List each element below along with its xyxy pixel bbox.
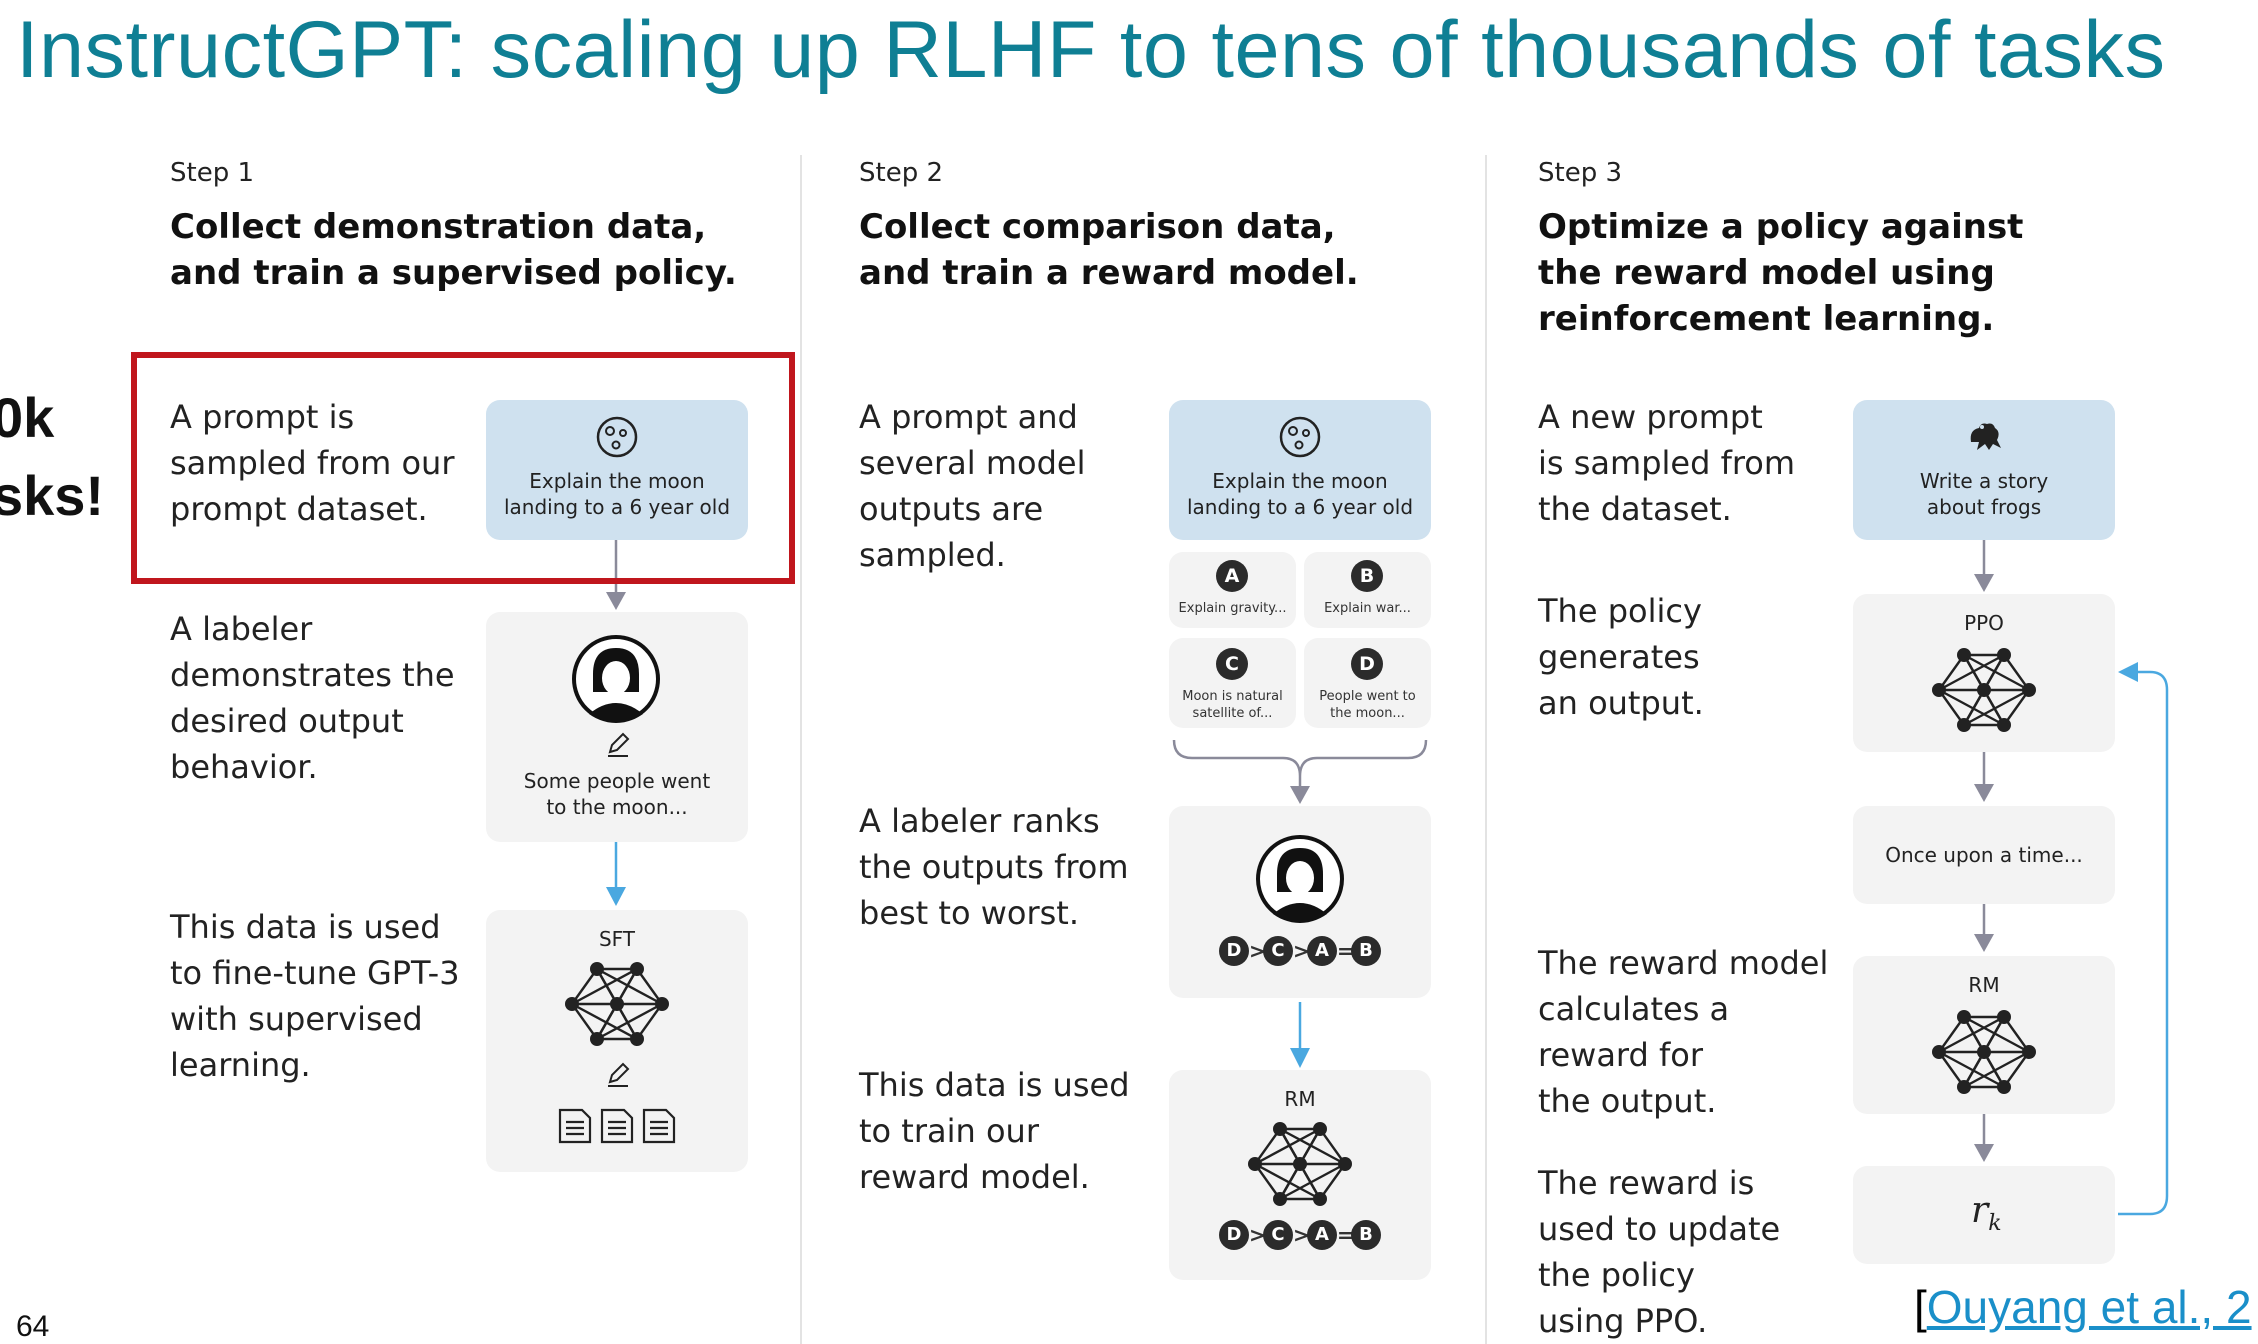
side-text-line-1: 0k bbox=[0, 386, 55, 449]
step3-rm-label: RM bbox=[1968, 973, 2000, 997]
step2-rm-card: RM D>C>A=B bbox=[1169, 1070, 1431, 1280]
pencil-icon bbox=[608, 732, 630, 757]
column-divider bbox=[1485, 155, 1487, 1344]
output-letter-b: B bbox=[1351, 560, 1383, 592]
ppo-label: PPO bbox=[1964, 611, 2004, 635]
bracket bbox=[1172, 739, 1428, 777]
rm-label: RM bbox=[1284, 1087, 1316, 1111]
ranking-sequence: D>C>A=B bbox=[1169, 936, 1431, 966]
neural-network-icon bbox=[1932, 648, 2036, 732]
step3-label: Step 3 bbox=[1538, 158, 1623, 188]
feedback-arrow bbox=[2118, 670, 2169, 1216]
output-letter-a: A bbox=[1216, 560, 1248, 592]
highlight-box bbox=[131, 352, 795, 584]
step3-reward-card: rk bbox=[1853, 1166, 2115, 1264]
output-letter-d: D bbox=[1351, 648, 1383, 680]
output-letter-c: C bbox=[1216, 648, 1248, 680]
column-divider bbox=[800, 155, 802, 1344]
reward-symbol: rk bbox=[1971, 1190, 2002, 1237]
citation-link[interactable]: [Ouyang et al., 2 bbox=[1914, 1281, 2252, 1333]
step1-heading: Collect demonstration data,and train a s… bbox=[170, 207, 737, 293]
output-text-a: Explain gravity... bbox=[1178, 601, 1287, 616]
sft-label: SFT bbox=[598, 927, 636, 951]
side-text-line-2: sks! bbox=[0, 464, 105, 527]
output-card-a: A Explain gravity... bbox=[1169, 552, 1296, 628]
ranking-sequence: D>C>A=B bbox=[1169, 1220, 1431, 1250]
neural-network-icon bbox=[565, 962, 669, 1046]
neural-network-icon bbox=[1932, 1010, 2036, 1094]
step1-sft-card: SFT bbox=[486, 910, 748, 1172]
labeler-avatar-icon bbox=[1256, 835, 1344, 923]
slide-title: InstructGPT: scaling up RLHF to tens of … bbox=[16, 5, 2166, 95]
frog-icon bbox=[1970, 423, 2001, 450]
labeler-avatar-icon bbox=[572, 635, 660, 723]
moon-icon bbox=[596, 416, 638, 458]
pencil-icon bbox=[608, 1062, 630, 1087]
page-number: 64 bbox=[16, 1310, 50, 1343]
step2-ranking-card: D>C>A=B bbox=[1169, 806, 1431, 998]
output-text-b: Explain war... bbox=[1324, 601, 1411, 616]
moon-icon bbox=[1279, 416, 1321, 458]
step2-label: Step 2 bbox=[859, 158, 944, 188]
step2-heading: Collect comparison data,and train a rewa… bbox=[859, 207, 1359, 293]
step3-ppo-card: PPO bbox=[1853, 594, 2115, 752]
step3-output-text: Once upon a time... bbox=[1885, 843, 2083, 867]
step3-rm-card: RM bbox=[1853, 956, 2115, 1114]
documents-icon bbox=[558, 1108, 676, 1144]
step1-label: Step 1 bbox=[170, 158, 255, 188]
neural-network-icon bbox=[1248, 1122, 1352, 1206]
step3-output-card: Once upon a time... bbox=[1853, 806, 2115, 904]
output-card-b: B Explain war... bbox=[1304, 552, 1431, 628]
